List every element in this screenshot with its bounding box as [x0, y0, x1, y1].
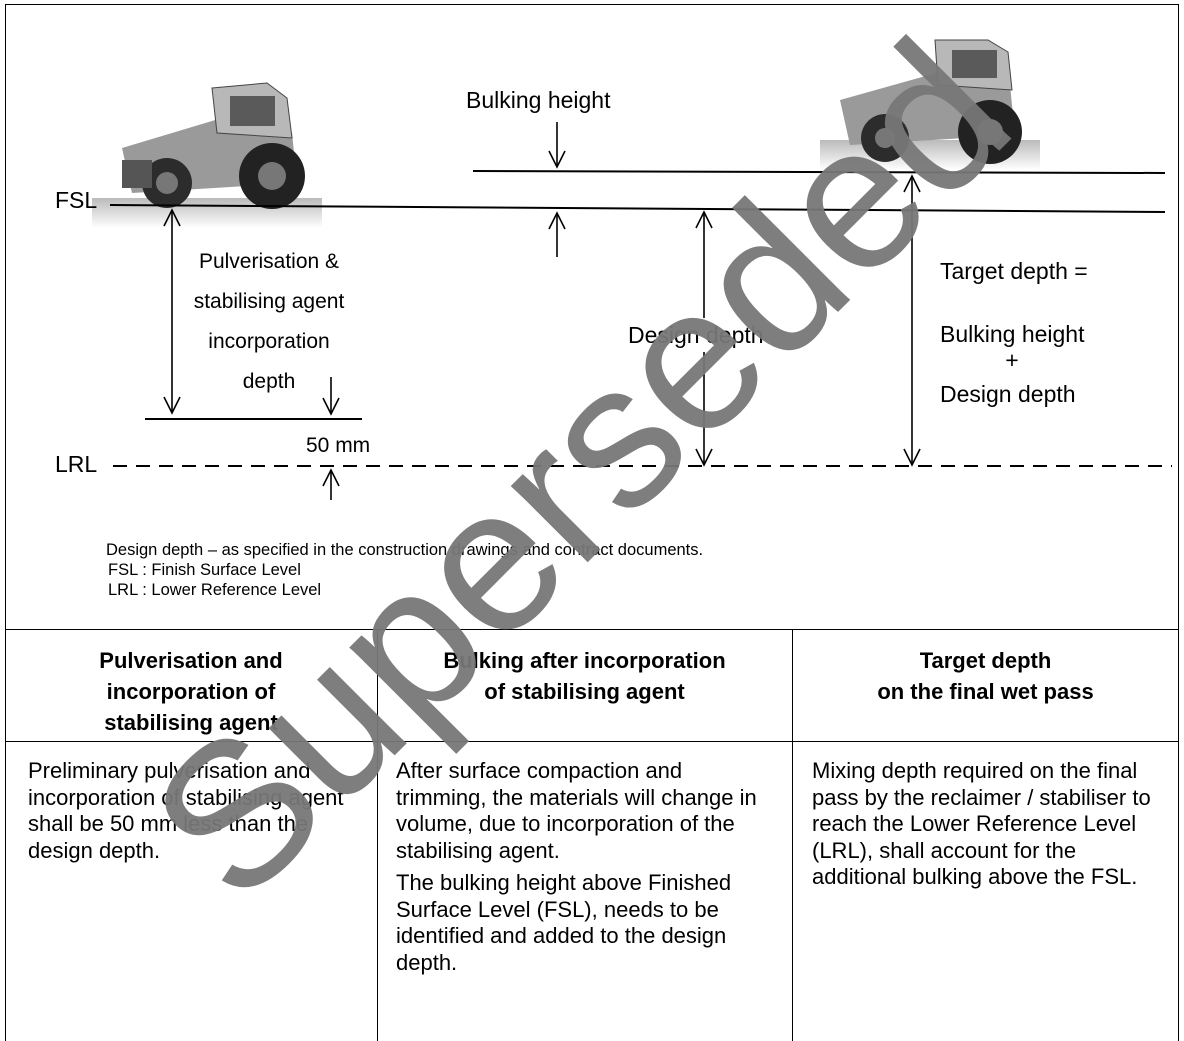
- offset-arrow-up: [322, 468, 340, 500]
- target-depth-line-4: Design depth: [940, 381, 1076, 407]
- header-3-line-2: on the final wet pass: [877, 679, 1094, 704]
- figure-frame: [5, 4, 1179, 1041]
- header-1-line-1: Pulverisation and: [99, 648, 283, 673]
- pulverisation-label-line-4: depth: [243, 370, 296, 393]
- offset-arrow-down: [322, 377, 340, 416]
- cell-2-paragraph-1: After surface compaction and trimming, t…: [396, 758, 757, 863]
- pulverisation-label-line-2: stabilising agent: [194, 290, 345, 313]
- column-header-target-depth: Target depth on the final wet pass: [792, 645, 1179, 735]
- note-design-depth: Design depth – as specified in the const…: [106, 541, 704, 559]
- design-depth-arrow: [695, 210, 713, 467]
- target-depth-arrow: [903, 174, 921, 467]
- header-2-line-2: of stabilising agent: [484, 679, 685, 704]
- fsl-label: FSL: [55, 187, 97, 213]
- header-3-line-1: Target depth: [919, 648, 1052, 673]
- lrl-label: LRL: [55, 451, 97, 477]
- depth-diagram: Bulking height FSL LRL Pulverisation & s…: [55, 39, 1172, 500]
- bulking-arrow-up: [548, 211, 566, 257]
- design-depth-label: Design depth: [628, 322, 764, 348]
- pulverisation-depth-arrow: [163, 208, 181, 415]
- cell-2-paragraph-2: The bulking height above Finished Surfac…: [396, 870, 732, 975]
- target-depth-line-3: +: [1005, 347, 1018, 373]
- offset-label: 50 mm: [306, 434, 370, 457]
- note-lrl: LRL : Lower Reference Level: [108, 581, 322, 599]
- header-1-line-3: stabilising agent: [104, 710, 278, 735]
- pulverisation-label-line-1: Pulverisation &: [199, 250, 339, 273]
- bulking-height-label: Bulking height: [466, 87, 611, 113]
- table-header-border: [5, 741, 1179, 742]
- stabiliser-machine-left-icon: [92, 82, 322, 228]
- cell-3-paragraph-1: Mixing depth required on the final pass …: [812, 758, 1151, 889]
- fsl-line: [109, 204, 1166, 213]
- bulking-surface-line: [472, 170, 1166, 174]
- column-header-pulverisation: Pulverisation and incorporation of stabi…: [5, 645, 377, 735]
- target-depth-line-2: Bulking height: [940, 321, 1085, 347]
- column-divider-1: [377, 629, 378, 1041]
- cell-pulverisation: Preliminary pulverisation and incorporat…: [28, 758, 363, 870]
- cell-bulking: After surface compaction and trimming, t…: [396, 758, 768, 982]
- header-2-line-1: Bulking after incorporation: [443, 648, 726, 673]
- column-header-bulking: Bulking after incorporation of stabilisi…: [377, 645, 792, 735]
- header-1-line-2: incorporation of: [106, 679, 276, 704]
- diagram-notes: Design depth – as specified in the const…: [106, 540, 703, 600]
- cell-target-depth: Mixing depth required on the final pass …: [812, 758, 1157, 897]
- cell-1-paragraph-1: Preliminary pulverisation and incorporat…: [28, 758, 344, 863]
- stabiliser-machine-right-icon: [820, 39, 1040, 170]
- note-fsl: FSL : Finish Surface Level: [108, 561, 301, 579]
- bulking-arrow-down: [548, 122, 566, 169]
- column-divider-2: [792, 629, 793, 1041]
- target-depth-line-1: Target depth =: [940, 258, 1088, 284]
- table-top-border: [5, 629, 1179, 630]
- pulverisation-label-line-3: incorporation: [208, 330, 329, 353]
